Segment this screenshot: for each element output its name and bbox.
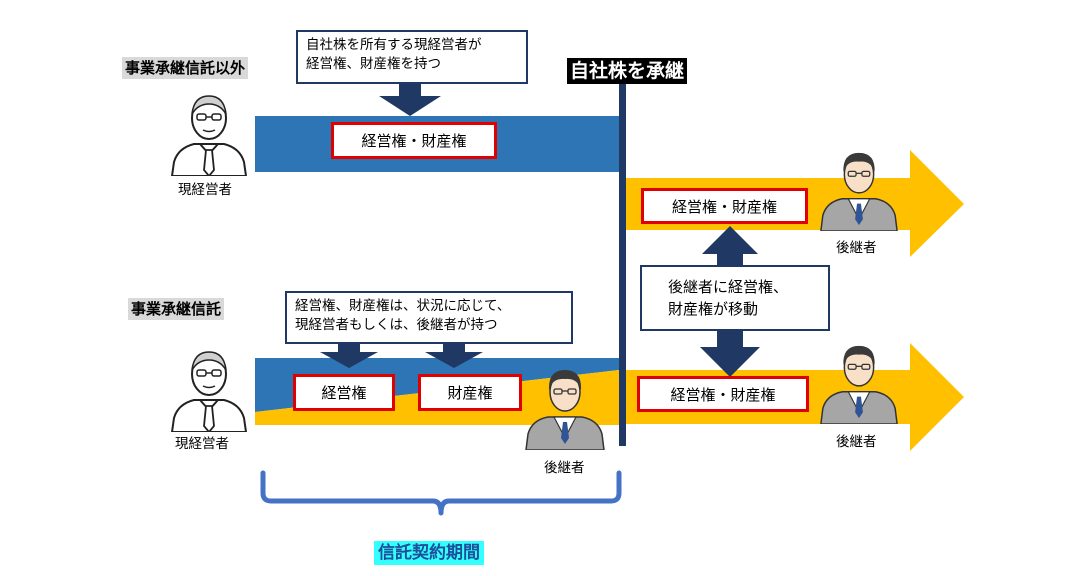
- successor-businessman-icon: [818, 338, 900, 428]
- trust-period-bracket: [260, 470, 622, 516]
- bottom-callout-down-arrow-right: [425, 344, 483, 368]
- top-callout-line1: 自社株を所有する現経営者が: [306, 37, 482, 53]
- top-callout-line2: 経営権、財産権を持つ: [306, 56, 441, 72]
- current-manager-caption-top: 現経営者: [178, 182, 232, 198]
- successor-businessman-icon: [818, 145, 900, 235]
- successor-caption-bottom: 後継者: [836, 434, 877, 450]
- bottom-callout-down-arrow-left: [320, 344, 378, 368]
- elderly-manager-icon: [168, 346, 250, 436]
- top-callout: 自社株を所有する現経営者が 経営権、財産権を持つ: [296, 30, 528, 84]
- current-manager-caption-bottom: 現経営者: [175, 436, 229, 452]
- property-rights-box: 財産権: [418, 374, 522, 411]
- successor-rights-box-top: 経営権・財産権: [641, 188, 808, 224]
- section-label-trust: 事業承継信託: [128, 298, 225, 320]
- transfer-callout-line2: 財産権が移動: [668, 300, 759, 318]
- successor-rights-box-bottom: 経営権・財産権: [637, 376, 809, 412]
- transfer-callout-line1: 後継者に経営権、: [668, 278, 789, 296]
- elderly-manager-icon: [168, 90, 250, 180]
- succession-divider: [619, 82, 626, 446]
- transfer-callout: 後継者に経営権、 財産権が移動: [640, 265, 830, 331]
- bottom-callout: 経営権、財産権は、状況に応じて、 現経営者もしくは、後継者が持つ: [285, 291, 573, 344]
- trust-period-label: 信託契約期間: [374, 541, 484, 565]
- top-rights-box: 経営権・財産権: [331, 122, 497, 159]
- transfer-arrow-up: [702, 226, 758, 265]
- successor-caption-top: 後継者: [836, 240, 877, 256]
- section-label-non-trust: 事業承継信託以外: [122, 57, 249, 79]
- management-rights-box: 経営権: [293, 374, 395, 411]
- succession-label: 自社株を承継: [567, 58, 688, 84]
- bottom-callout-line2: 現経営者もしくは、後継者が持つ: [295, 317, 498, 333]
- successor-businessman-icon: [524, 362, 606, 454]
- top-callout-down-arrow: [379, 84, 441, 116]
- successor-caption-trust: 後継者: [544, 460, 585, 476]
- bottom-callout-line1: 経営権、財産権は、状況に応じて、: [295, 298, 511, 314]
- transfer-arrow-down: [700, 331, 760, 377]
